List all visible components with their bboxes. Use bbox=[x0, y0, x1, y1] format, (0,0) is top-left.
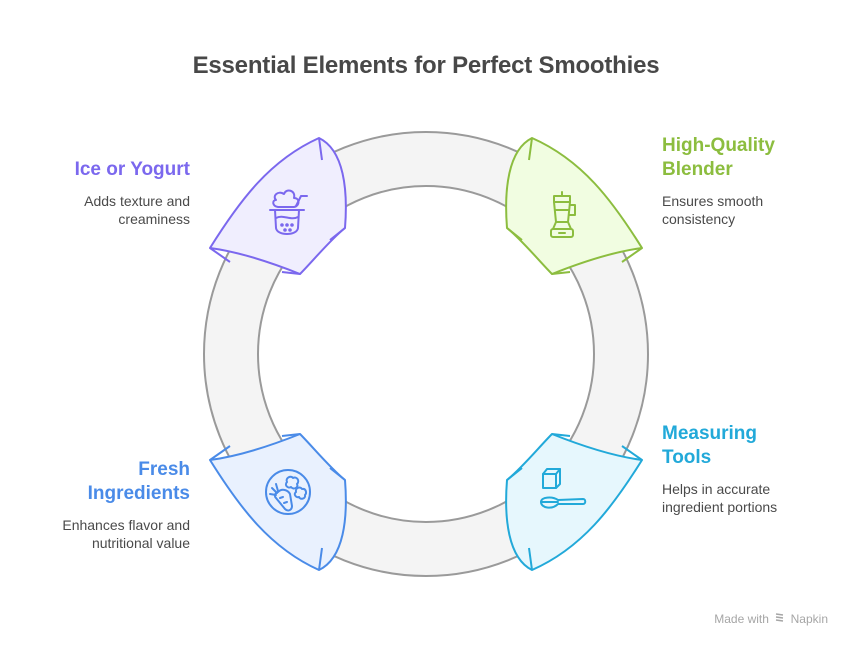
heading-line: Tools bbox=[662, 447, 712, 468]
segment-fold bbox=[506, 433, 643, 571]
segment-ice-or-yogurt bbox=[209, 137, 347, 275]
heading-line: High-Quality bbox=[662, 135, 775, 156]
description-line: consistency bbox=[662, 211, 736, 227]
description-line: nutritional value bbox=[91, 535, 190, 551]
segment-measuring-tools bbox=[505, 433, 643, 571]
item-description: Enhances flavor and nutritional value bbox=[20, 516, 190, 552]
segment-high-quality-blender bbox=[505, 137, 643, 275]
napkin-logo-icon bbox=[774, 612, 785, 626]
item-heading: Fresh Ingredients bbox=[20, 458, 190, 506]
segment-fold bbox=[209, 137, 346, 275]
description-line: Enhances flavor and bbox=[62, 517, 190, 533]
carrot-broccoli-icon bbox=[265, 469, 311, 515]
description-line: Helps in accurate bbox=[662, 481, 771, 497]
description-line: creaminess bbox=[118, 211, 190, 227]
label-measuring-tools: Measuring Tools Helps in accurate ingred… bbox=[662, 422, 832, 516]
segment-shape bbox=[209, 433, 347, 571]
smoothie-cup-icon bbox=[269, 189, 308, 235]
made-with-napkin-badge[interactable]: Made with Napkin bbox=[714, 612, 828, 626]
description-line: Adds texture and bbox=[84, 193, 190, 209]
made-with-text: Made with bbox=[714, 612, 769, 626]
item-heading: High-Quality Blender bbox=[662, 134, 832, 182]
label-ice-or-yogurt: Ice or Yogurt Adds texture and creamines… bbox=[20, 158, 190, 228]
segment-fold bbox=[209, 433, 346, 571]
item-description: Ensures smooth consistency bbox=[662, 192, 832, 228]
item-description: Adds texture and creaminess bbox=[20, 192, 190, 228]
item-heading: Ice or Yogurt bbox=[74, 159, 190, 180]
item-description: Helps in accurate ingredient portions bbox=[662, 480, 832, 516]
segment-fold bbox=[506, 137, 643, 275]
label-fresh-ingredients: Fresh Ingredients Enhances flavor and nu… bbox=[20, 458, 190, 552]
blender-icon bbox=[550, 191, 576, 238]
item-heading: Measuring Tools bbox=[662, 422, 832, 470]
label-high-quality-blender: High-Quality Blender Ensures smooth cons… bbox=[662, 134, 832, 228]
cube-spoon-icon bbox=[540, 468, 587, 509]
description-line: ingredient portions bbox=[662, 499, 778, 515]
segment-fresh-ingredients bbox=[209, 433, 347, 571]
diagram-title: Essential Elements for Perfect Smoothies bbox=[192, 52, 660, 79]
heading-line: Measuring bbox=[662, 423, 758, 444]
description-line: Ensures smooth bbox=[662, 193, 764, 209]
heading-line: Ingredients bbox=[87, 483, 190, 504]
heading-line: Fresh bbox=[138, 459, 190, 480]
heading-line: Blender bbox=[662, 159, 733, 180]
napkin-brand-text: Napkin bbox=[790, 612, 828, 626]
